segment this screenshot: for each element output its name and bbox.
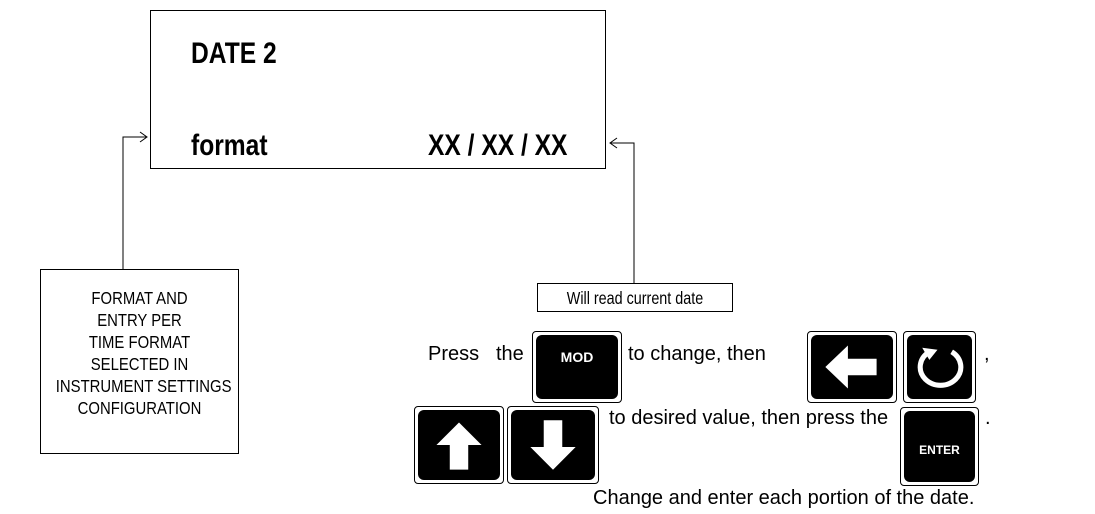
instruction-comma: ,	[984, 343, 990, 365]
up-arrow-icon	[436, 422, 482, 470]
left-arrow-key[interactable]	[807, 331, 897, 403]
mod-key-label: MOD	[560, 349, 594, 365]
note-line: SELECTED IN	[90, 354, 189, 374]
note-line: TIME FORMAT	[88, 332, 191, 352]
format-value: XX / XX / XX	[428, 129, 568, 162]
display-panel: DATE 2 format XX / XX / XX	[150, 10, 606, 169]
display-title: DATE 2	[191, 37, 277, 70]
note-line: ENTRY PER	[97, 310, 182, 330]
down-arrow-icon	[530, 420, 576, 470]
note-line: FORMAT AND	[91, 288, 188, 308]
note-line: INSTRUMENT SETTINGS	[55, 376, 232, 396]
cycle-key[interactable]	[903, 331, 976, 403]
current-date-note-text: Will read current date	[566, 288, 704, 308]
mod-key[interactable]: MOD	[532, 331, 622, 403]
note-line: CONFIGURATION	[77, 398, 202, 418]
instruction-period: .	[985, 407, 991, 429]
format-entry-note: FORMAT AND ENTRY PER TIME FORMAT SELECTE…	[40, 269, 239, 454]
instruction-press: Press	[428, 343, 480, 365]
instruction-change-each: Change and enter each portion of the dat…	[593, 487, 975, 509]
enter-key-label: ENTER	[919, 443, 960, 457]
instruction-to-change: to change, then	[628, 343, 766, 365]
current-date-note: Will read current date	[537, 283, 733, 312]
enter-key[interactable]: ENTER	[900, 407, 979, 486]
cycle-icon	[917, 347, 964, 388]
left-arrow-icon	[825, 345, 877, 389]
instruction-to-desired: to desired value, then press the	[609, 407, 889, 429]
down-arrow-key[interactable]	[507, 406, 599, 484]
up-arrow-key[interactable]	[414, 406, 504, 484]
format-label: format	[191, 129, 268, 162]
instruction-the: the	[496, 343, 524, 365]
